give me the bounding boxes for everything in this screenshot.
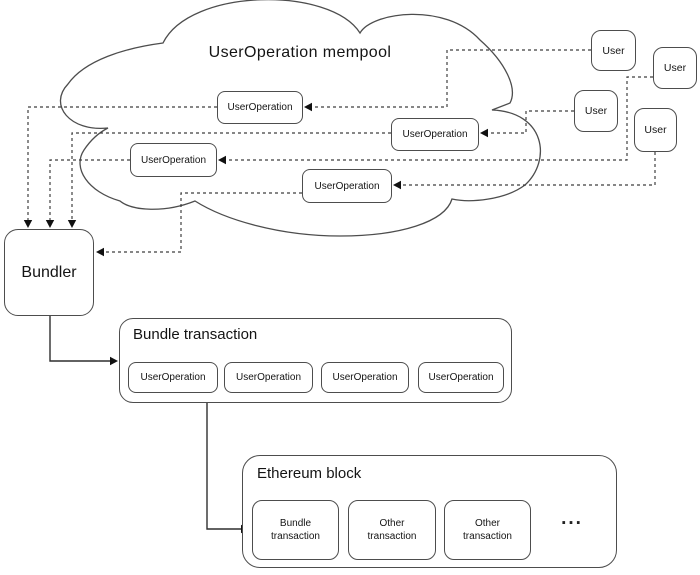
edge-user1-to-userop1 bbox=[310, 49, 591, 108]
bundle-transaction-box: Bundle transaction UserOperation UserOpe… bbox=[119, 318, 512, 403]
bundler-label: Bundler bbox=[21, 263, 77, 281]
bundle-userop-label-1: UserOperation bbox=[140, 372, 206, 383]
eth-other-transaction-label-1: Other transaction bbox=[367, 518, 417, 542]
mempool-userop-label-1: UserOperation bbox=[227, 102, 293, 113]
edge-bundletx-to-ethblock bbox=[206, 403, 242, 530]
arrowhead-right-bundletx bbox=[110, 356, 118, 366]
mempool-userop-box-4: UserOperation bbox=[302, 169, 392, 203]
bundle-userop-label-2: UserOperation bbox=[235, 372, 302, 383]
user-label-4: User bbox=[644, 124, 667, 136]
user-box-3: User bbox=[574, 90, 618, 132]
user-label-2: User bbox=[663, 62, 687, 74]
bundle-userop-label-3: UserOperation bbox=[332, 372, 398, 383]
bundle-userop-box-2: UserOperation bbox=[224, 362, 313, 393]
mempool-userop-box-2: UserOperation bbox=[391, 118, 479, 151]
user-label-3: User bbox=[584, 105, 608, 117]
bundle-userop-box-4: UserOperation bbox=[418, 362, 504, 393]
ethereum-block-title: Ethereum block bbox=[257, 465, 362, 482]
user-label-1: User bbox=[602, 44, 625, 57]
more-transactions-ellipsis: ... bbox=[561, 508, 583, 529]
ethereum-block-box: Ethereum block Bundle transaction Other … bbox=[242, 455, 617, 568]
bundle-userop-label-4: UserOperation bbox=[428, 372, 494, 383]
bundle-userop-box-1: UserOperation bbox=[128, 362, 218, 393]
edge-userop3-to-bundler bbox=[49, 159, 130, 221]
edge-userop2-to-bundler bbox=[71, 132, 391, 221]
user-box-4: User bbox=[634, 108, 677, 152]
arrowhead-left-userop2 bbox=[480, 128, 488, 138]
arrowhead-down-bundler-1 bbox=[23, 220, 33, 228]
mempool-userop-box-3: UserOperation bbox=[130, 143, 217, 177]
bundle-userop-box-3: UserOperation bbox=[321, 362, 409, 393]
arrowhead-left-bundler-side bbox=[96, 247, 104, 257]
edge-user3-to-userop2 bbox=[487, 110, 574, 134]
edge-user2-to-userop3 bbox=[225, 76, 653, 161]
eth-other-transaction-box-1: Other transaction bbox=[348, 500, 436, 560]
edge-userop4-to-bundler bbox=[103, 192, 302, 253]
eth-other-transaction-label-2: Other transaction bbox=[463, 518, 512, 542]
arrowhead-down-bundler-3 bbox=[67, 220, 77, 228]
mempool-userop-label-2: UserOperation bbox=[402, 129, 468, 140]
mempool-userop-box-1: UserOperation bbox=[217, 91, 303, 124]
edge-userop1-to-bundler bbox=[27, 106, 217, 221]
arrowhead-down-bundler-2 bbox=[45, 220, 55, 228]
edge-bundler-to-bundletx bbox=[49, 316, 111, 362]
eth-other-transaction-box-2: Other transaction bbox=[444, 500, 531, 560]
arrowhead-left-userop4 bbox=[393, 180, 401, 190]
bundler-box: Bundler bbox=[4, 229, 94, 316]
edge-user4-to-userop4 bbox=[400, 152, 656, 186]
user-box-1: User bbox=[591, 30, 636, 71]
arrowhead-left-userop3 bbox=[218, 155, 226, 165]
user-box-2: User bbox=[653, 47, 697, 89]
eth-bundle-transaction-box: Bundle transaction bbox=[252, 500, 339, 560]
mempool-userop-label-3: UserOperation bbox=[140, 154, 207, 166]
eth-bundle-transaction-label: Bundle transaction bbox=[271, 518, 320, 542]
arrowhead-left-userop1 bbox=[304, 102, 312, 112]
mempool-title: UserOperation mempool bbox=[208, 44, 392, 61]
mempool-userop-label-4: UserOperation bbox=[314, 180, 380, 192]
bundle-transaction-title: Bundle transaction bbox=[133, 326, 258, 343]
